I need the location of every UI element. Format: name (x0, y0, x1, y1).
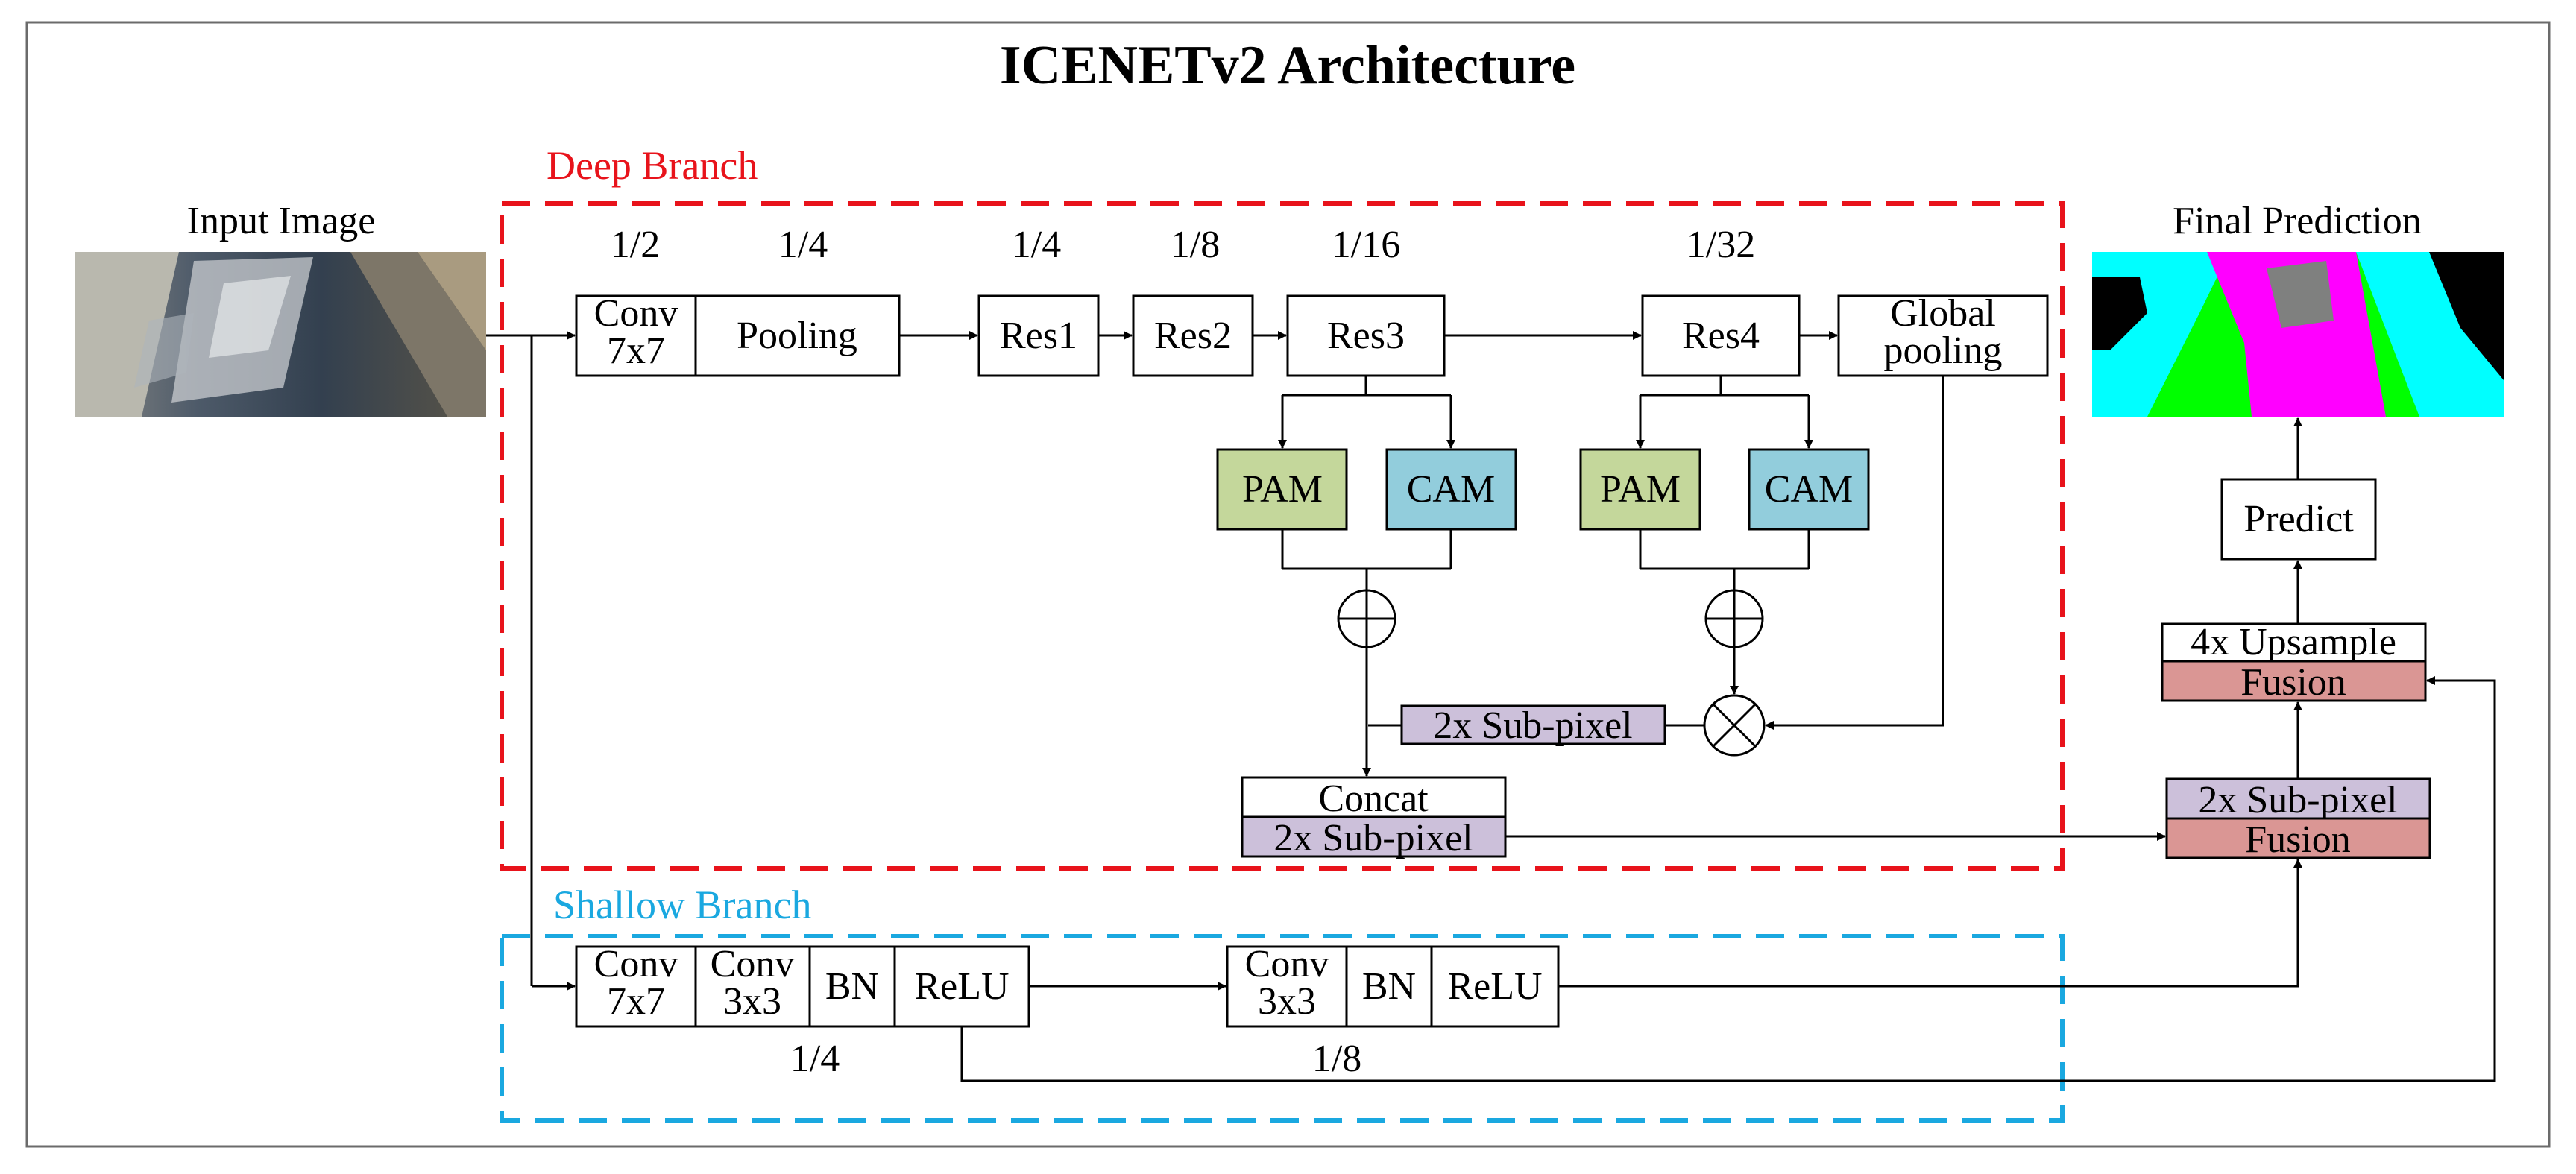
concat-subpixel-box (1241, 815, 1507, 858)
sum-operator (1337, 589, 1396, 648)
right-subpixel-box (2165, 777, 2431, 820)
shallow-conv3-line1: Conv (1245, 943, 1329, 985)
shallow-conv2-line2: 3x3 (723, 980, 781, 1023)
scale-label: 1/2 (611, 224, 660, 266)
relu-box-2 (1430, 945, 1560, 1028)
res4-label: Res4 (1682, 315, 1760, 357)
res3-label: Res3 (1327, 315, 1405, 357)
shallow-conv1-line2: 7x7 (607, 980, 665, 1023)
fusion-box-2 (2161, 660, 2427, 702)
cam-label: CAM (1765, 468, 1853, 511)
res1-label: Res1 (1000, 315, 1077, 357)
concat-label: Concat (1318, 777, 1429, 820)
shallow-scale-2: 1/8 (1312, 1038, 1361, 1080)
fusion-label-2: Fusion (2240, 661, 2346, 704)
pam-box (1579, 448, 1701, 531)
shallow-conv2-line1: Conv (711, 943, 795, 985)
multiply-operator (1703, 694, 1766, 757)
shallow-conv3-line2: 3x3 (1258, 980, 1316, 1023)
pam-label: PAM (1600, 468, 1681, 511)
res2-box (1132, 294, 1254, 377)
deep-branch-label: Deep Branch (547, 143, 758, 188)
shallow-conv-7x7-box (575, 945, 697, 1028)
deep-conv-line2: 7x7 (607, 329, 665, 372)
bn-box-2 (1345, 945, 1433, 1028)
pam-label: PAM (1242, 468, 1323, 511)
cam-label: CAM (1407, 468, 1495, 511)
shallow-conv-3x3-box (694, 945, 811, 1028)
bn-label: BN (825, 965, 879, 1008)
concat-subpixel-label: 2x Sub-pixel (1273, 817, 1473, 859)
global-pooling-line2: pooling (1884, 329, 2003, 372)
fusion-label: Fusion (2245, 818, 2351, 861)
bn-box (808, 945, 896, 1028)
upsample-label: 4x Upsample (2191, 621, 2396, 663)
scale-label: 1/4 (778, 224, 828, 266)
pooling-box (694, 294, 901, 377)
right-subpixel-label: 2x Sub-pixel (2198, 779, 2397, 821)
scale-label: 1/16 (1332, 224, 1400, 266)
connectors (486, 331, 2496, 1082)
relu-label-2: ReLU (1447, 965, 1542, 1008)
sum-operator (1704, 589, 1764, 648)
shallow-branch-region (500, 934, 2065, 1123)
pam-box (1216, 448, 1348, 531)
bn-label-2: BN (1362, 965, 1416, 1008)
global-pooling-line1: Global (1890, 292, 1996, 335)
pooling-label: Pooling (737, 315, 857, 357)
outer-frame (25, 21, 2551, 1148)
deep-branch-region (500, 201, 2065, 871)
shallow-conv1-line1: Conv (594, 943, 678, 985)
fusion-box (2165, 817, 2431, 859)
res4-box (1641, 294, 1801, 377)
scale-label: 1/32 (1687, 224, 1755, 266)
global-pooling-box (1837, 294, 2049, 377)
final-prediction-image (2092, 252, 2504, 417)
scale-label: 1/4 (1012, 224, 1061, 266)
input-image (75, 252, 486, 417)
diagram-title: ICENETv2 Architecture (1000, 35, 1575, 96)
shallow-branch-label: Shallow Branch (553, 883, 811, 927)
upsample-box (2161, 622, 2427, 663)
cam-box (1385, 448, 1517, 531)
res2-label: Res2 (1154, 315, 1232, 357)
deep-conv-line1: Conv (594, 292, 678, 335)
subpixel-mid-box (1400, 704, 1666, 745)
subpixel-mid-label: 2x Sub-pixel (1433, 704, 1632, 747)
predict-label: Predict (2243, 498, 2354, 540)
input-image-label: Input Image (187, 200, 376, 242)
scale-label: 1/8 (1171, 224, 1220, 266)
relu-label: ReLU (914, 965, 1009, 1008)
final-prediction-label: Final Prediction (2173, 200, 2422, 242)
shallow-scale-1: 1/4 (790, 1038, 840, 1080)
predict-box (2220, 478, 2377, 561)
cam-box (1748, 448, 1870, 531)
